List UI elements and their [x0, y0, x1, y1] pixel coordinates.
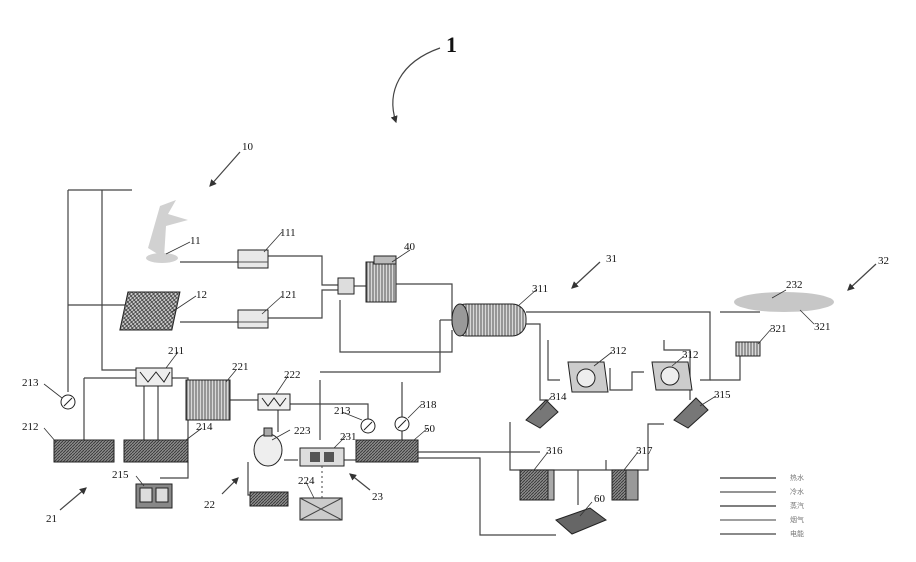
label-318: 318	[420, 399, 437, 411]
reactor-223	[254, 428, 282, 466]
label-212: 212	[22, 421, 39, 433]
coil-321	[736, 342, 760, 356]
chiller-312a	[568, 362, 608, 392]
label-10: 10	[242, 141, 254, 153]
tank-50	[356, 440, 418, 462]
label-32: 32	[878, 255, 889, 267]
figure-arrow	[393, 48, 440, 122]
terminal-232	[734, 292, 834, 312]
legend-item-3: 蒸汽	[790, 501, 804, 510]
label-50: 50	[424, 423, 436, 435]
label-321b: 321	[814, 321, 831, 333]
label-311: 311	[532, 283, 548, 295]
inverter-111	[238, 250, 268, 268]
tank-317	[612, 470, 638, 500]
label-317: 317	[636, 445, 653, 457]
label-232: 232	[786, 279, 803, 291]
label-211: 211	[168, 345, 184, 357]
label-23: 23	[372, 491, 384, 503]
label-215: 215	[112, 469, 129, 481]
chiller-312b	[652, 362, 692, 390]
label-315: 315	[714, 389, 731, 401]
pump-213-right	[361, 419, 375, 433]
legend: 热水 冷水 蒸汽 烟气 电能	[720, 473, 804, 538]
power-unit-40	[338, 256, 396, 302]
pump-314	[526, 400, 558, 428]
heat-exchanger-211	[136, 368, 172, 386]
label-314: 314	[550, 391, 567, 403]
label-321a: 321	[770, 323, 787, 335]
tank-bottom-22	[250, 492, 288, 506]
label-31: 31	[606, 253, 617, 265]
unit-224	[300, 498, 342, 520]
label-222: 222	[284, 369, 301, 381]
label-312b: 312	[682, 349, 699, 361]
tank-316	[520, 470, 554, 500]
label-224: 224	[298, 475, 315, 487]
legend-item-5: 电能	[790, 529, 804, 538]
label-121: 121	[280, 289, 297, 301]
label-223: 223	[294, 425, 311, 437]
figure-number: 1	[446, 32, 457, 57]
label-316: 316	[546, 445, 563, 457]
radiator-221	[186, 380, 230, 420]
heat-exchanger-222	[258, 394, 290, 410]
tank-214	[124, 440, 188, 462]
pv-panel	[120, 292, 180, 330]
legend-item-1: 热水	[790, 473, 804, 482]
unit-215	[136, 484, 172, 508]
label-312a: 312	[610, 345, 627, 357]
label-12: 12	[196, 289, 207, 301]
unit-60	[556, 508, 606, 534]
label-11: 11	[190, 235, 201, 247]
label-22: 22	[204, 499, 215, 511]
label-214: 214	[196, 421, 213, 433]
label-221: 221	[232, 361, 249, 373]
storage-tank-311	[452, 304, 526, 336]
legend-item-4: 烟气	[790, 515, 804, 524]
label-231: 231	[340, 431, 357, 443]
pump-318	[395, 417, 409, 431]
legend-item-2: 冷水	[790, 487, 804, 496]
label-60: 60	[594, 493, 606, 505]
label-40: 40	[404, 241, 416, 253]
pump-315	[674, 398, 708, 428]
label-111: 111	[280, 227, 296, 239]
pump-213-left	[61, 395, 75, 409]
label-213b: 213	[334, 405, 351, 417]
label-213a: 213	[22, 377, 39, 389]
unit-231	[300, 448, 344, 466]
tank-212	[54, 440, 114, 462]
label-21: 21	[46, 513, 57, 525]
